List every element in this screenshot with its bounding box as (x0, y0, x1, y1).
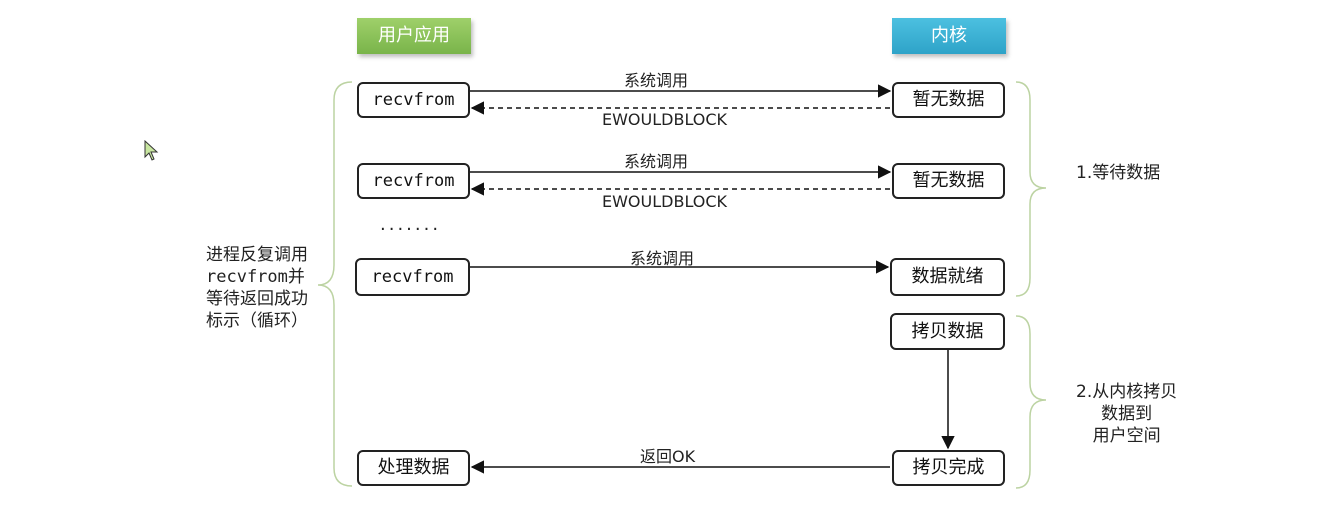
phase2-line2: 数据到 (1101, 404, 1153, 424)
phase2-brace (1015, 315, 1047, 489)
no-data-box-2: 暂无数据 (892, 163, 1005, 199)
process-data-box: 处理数据 (357, 450, 470, 486)
kernel-header: 内核 (892, 18, 1006, 54)
recvfrom-box-1: recvfrom (357, 82, 470, 118)
mouse-cursor-icon (144, 140, 159, 161)
ellipsis: ....... (380, 214, 442, 235)
syscall-label-3: 系统调用 (630, 249, 695, 268)
phase1-brace (1015, 81, 1047, 297)
syscall-label-1: 系统调用 (624, 71, 689, 90)
data-ready-box: 数据就绪 (890, 258, 1005, 296)
left-brace (317, 81, 353, 487)
user-app-header: 用户应用 (357, 18, 471, 54)
left-note: 进程反复调用 recvfrom并 等待返回成功 标示（循环） (206, 244, 308, 332)
left-note-line4: 标示（循环） (206, 311, 308, 331)
left-note-line2: recvfrom并 (206, 266, 308, 288)
syscall-label-2: 系统调用 (624, 152, 689, 171)
ewouldblock-label-2: EWOULDBLOCK (602, 192, 728, 211)
phase2-line1: 2.从内核拷贝 (1076, 382, 1178, 402)
left-note-line1: 进程反复调用 (206, 245, 308, 265)
no-data-box-1: 暂无数据 (892, 82, 1005, 118)
recvfrom-box-2: recvfrom (357, 163, 470, 199)
ewouldblock-label-1: EWOULDBLOCK (602, 110, 728, 129)
phase2-label: 2.从内核拷贝 数据到 用户空间 (1076, 381, 1177, 447)
left-note-line3: 等待返回成功 (206, 289, 308, 309)
left-note-code: recvfrom (206, 267, 288, 287)
recvfrom-box-3: recvfrom (355, 258, 470, 296)
copy-done-box: 拷贝完成 (892, 450, 1005, 486)
phase2-line3: 用户空间 (1092, 426, 1161, 446)
phase1-label: 1.等待数据 (1076, 163, 1161, 183)
copy-data-box: 拷贝数据 (890, 313, 1005, 350)
left-note-suffix: 并 (287, 267, 305, 287)
return-ok-label: 返回OK (640, 447, 696, 466)
